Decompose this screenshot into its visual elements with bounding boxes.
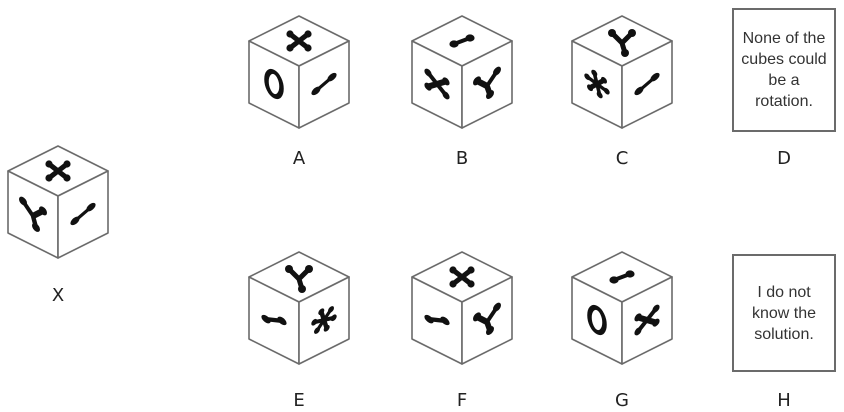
- right-face-symbol: [311, 306, 337, 334]
- left-face-symbol: [424, 68, 450, 100]
- left-face-symbol: [264, 68, 284, 100]
- cube-e[interactable]: [245, 249, 353, 369]
- cube-b-label: B: [455, 148, 469, 169]
- cube-c-label: C: [615, 148, 629, 169]
- option-h-text: I do not know the solution.: [751, 283, 817, 343]
- cube-b[interactable]: [408, 13, 516, 133]
- left-face-symbol: [587, 304, 607, 336]
- cube-x: [7, 145, 109, 259]
- left-face-symbol: [19, 196, 47, 232]
- left-face-symbol: [424, 314, 450, 326]
- left-face-symbol: [261, 314, 287, 326]
- option-h-box[interactable]: I do not know the solution.: [732, 254, 836, 372]
- cube-a-label: A: [292, 148, 306, 169]
- right-face-symbol: [634, 72, 660, 96]
- top-face-symbol: [285, 265, 313, 293]
- option-h-label: H: [777, 390, 791, 411]
- top-face-symbol: [286, 30, 312, 52]
- right-face-symbol: [311, 72, 337, 96]
- option-d-text: None of the cubes could be a rotation.: [741, 30, 827, 110]
- cube-a[interactable]: [245, 13, 353, 133]
- cube-c[interactable]: [568, 13, 676, 133]
- cube-f-label: F: [456, 390, 468, 411]
- top-face-symbol: [609, 270, 635, 284]
- cube-x-label: X: [51, 285, 65, 306]
- right-face-symbol: [634, 304, 660, 336]
- right-face-symbol: [473, 66, 501, 99]
- top-face-symbol: [449, 266, 475, 288]
- right-face-symbol: [70, 202, 96, 226]
- option-d-box[interactable]: None of the cubes could be a rotation.: [732, 8, 836, 132]
- cube-f[interactable]: [408, 249, 516, 369]
- right-face-symbol: [473, 302, 501, 335]
- top-face-symbol: [449, 34, 475, 48]
- top-face-symbol: [608, 29, 636, 57]
- left-face-symbol: [584, 69, 610, 99]
- top-face-symbol: [45, 160, 71, 182]
- option-d-label: D: [777, 148, 791, 169]
- cube-g-label: G: [615, 390, 629, 411]
- cube-g[interactable]: [568, 249, 676, 369]
- cube-e-label: E: [293, 390, 305, 411]
